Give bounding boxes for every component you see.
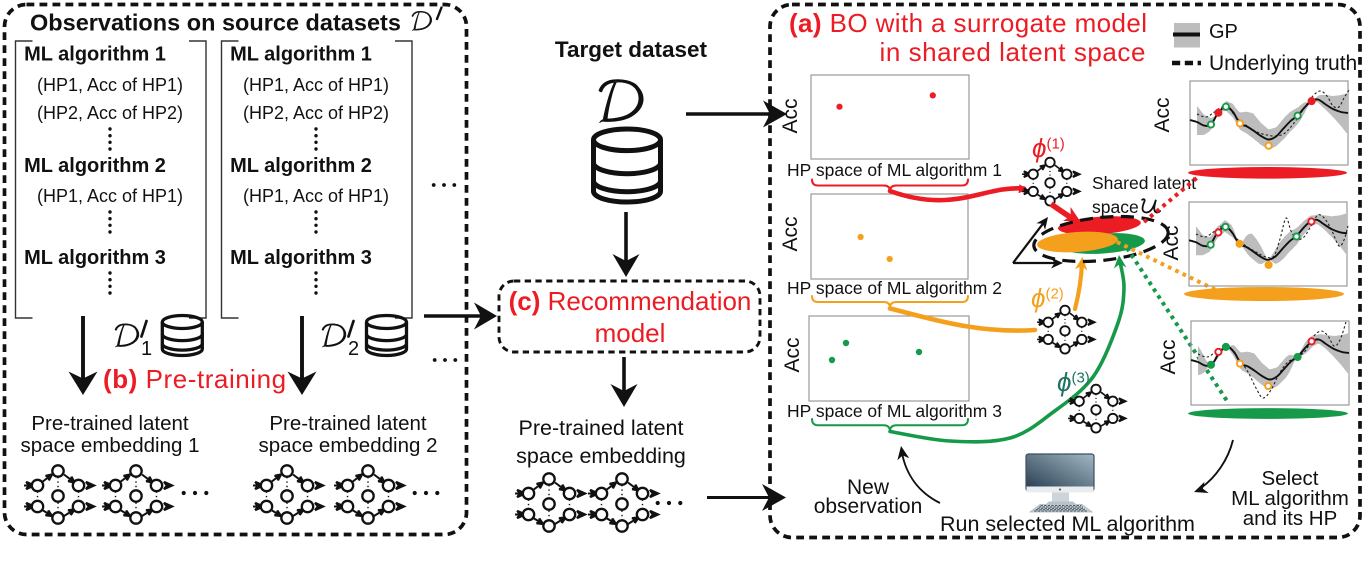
svg-text:ML algorithm 2: ML algorithm 2 <box>230 155 372 177</box>
svg-text:in shared latent space: in shared latent space <box>880 37 1147 67</box>
svg-text:HP space of ML algorithm 3: HP space of ML algorithm 3 <box>787 401 1002 421</box>
svg-text:space: space <box>1092 197 1139 217</box>
svg-text:(HP2, Acc of HP2): (HP2, Acc of HP2) <box>37 103 183 123</box>
svg-text:(HP1, Acc of HP1): (HP1, Acc of HP1) <box>37 186 183 206</box>
svg-text:1: 1 <box>141 338 152 360</box>
svg-text:ML algorithm: ML algorithm <box>1231 487 1349 510</box>
svg-text:Select: Select <box>1262 467 1319 490</box>
svg-text:ML algorithm 3: ML algorithm 3 <box>230 247 372 269</box>
svg-text:ML algorithm 1: ML algorithm 1 <box>230 44 372 66</box>
svg-text:(HP2, Acc of HP2): (HP2, Acc of HP2) <box>243 103 389 123</box>
svg-text:Acc: Acc <box>779 216 802 251</box>
svg-text:(HP1, Acc of HP1): (HP1, Acc of HP1) <box>243 75 389 95</box>
svg-text:(c) Recommendation: (c) Recommendation <box>509 286 752 316</box>
svg-text:Acc: Acc <box>1157 339 1180 374</box>
svg-text:Observations on source dataset: Observations on source datasets <box>30 10 401 36</box>
svg-text:ϕ(2): ϕ(2) <box>1031 283 1064 313</box>
svg-text:GP: GP <box>1209 21 1238 43</box>
svg-text:observation: observation <box>814 495 923 518</box>
svg-text:(a) BO with a surrogate model: (a) BO with a surrogate model <box>789 8 1147 38</box>
svg-text:model: model <box>595 318 666 348</box>
svg-text:Acc: Acc <box>1160 225 1183 260</box>
svg-text:ML algorithm 3: ML algorithm 3 <box>24 247 166 269</box>
svg-text:(b) Pre-training: (b) Pre-training <box>103 364 287 394</box>
svg-text:Pre-trained latent: Pre-trained latent <box>519 416 684 440</box>
svg-text:space embedding 2: space embedding 2 <box>259 434 438 457</box>
svg-text:ML algorithm 2: ML algorithm 2 <box>24 155 166 177</box>
svg-text:Target dataset: Target dataset <box>555 37 708 62</box>
svg-text:Pre-trained latent: Pre-trained latent <box>31 412 189 435</box>
svg-text:New: New <box>847 476 890 499</box>
svg-text:ϕ(1): ϕ(1) <box>1032 133 1065 163</box>
svg-text:Acc: Acc <box>779 98 802 133</box>
svg-text:Underlying truth: Underlying truth <box>1209 52 1357 75</box>
svg-text:2: 2 <box>348 338 359 360</box>
svg-text:(HP1, Acc of HP1): (HP1, Acc of HP1) <box>37 75 183 95</box>
svg-text:space embedding 1: space embedding 1 <box>21 434 200 457</box>
svg-text:Run selected ML algorithm: Run selected ML algorithm <box>940 512 1195 536</box>
svg-text:HP space of ML algorithm 2: HP space of ML algorithm 2 <box>787 278 1002 298</box>
svg-text:and its HP: and its HP <box>1243 507 1338 530</box>
svg-text:ϕ(3): ϕ(3) <box>1057 367 1090 397</box>
svg-text:Acc: Acc <box>1151 97 1174 132</box>
svg-text:(HP1, Acc of HP1): (HP1, Acc of HP1) <box>243 186 389 206</box>
svg-text:space embedding: space embedding <box>516 444 686 468</box>
svg-text:Shared latent: Shared latent <box>1092 173 1196 193</box>
svg-text:Acc: Acc <box>781 337 804 372</box>
svg-text:Pre-trained latent: Pre-trained latent <box>269 412 427 435</box>
svg-text:HP space of ML algorithm 1: HP space of ML algorithm 1 <box>787 160 1002 180</box>
svg-text:ML algorithm 1: ML algorithm 1 <box>24 44 166 66</box>
